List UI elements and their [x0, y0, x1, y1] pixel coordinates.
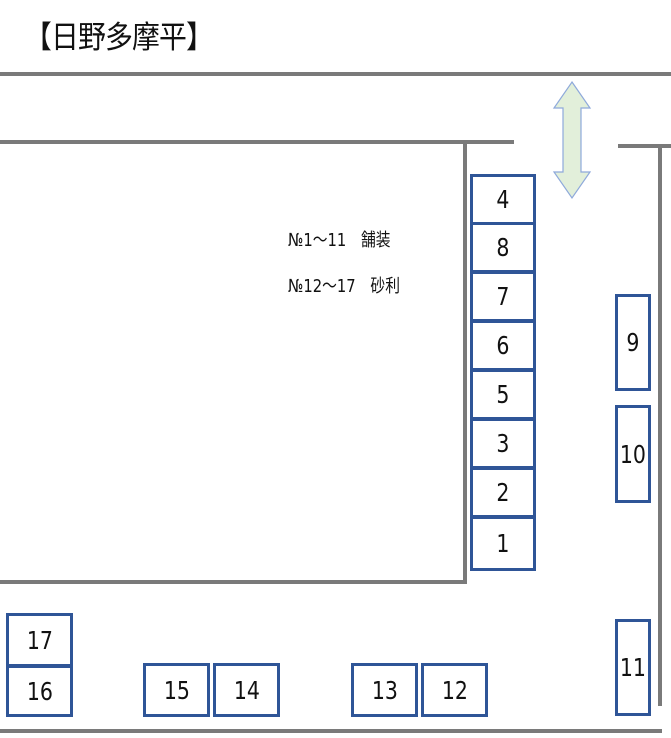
- gravel-note: №12～17 砂利: [288, 276, 400, 297]
- parking-space-3[interactable]: 3: [470, 418, 536, 469]
- lot-right-edge: [658, 144, 662, 706]
- parking-space-11[interactable]: 11: [615, 619, 651, 716]
- parking-space-17[interactable]: 17: [6, 613, 73, 667]
- parking-space-7[interactable]: 7: [470, 271, 536, 322]
- road-top-edge: [0, 72, 671, 76]
- parking-space-2[interactable]: 2: [470, 467, 536, 518]
- parking-space-13[interactable]: 13: [351, 663, 418, 717]
- lot-right-top-edge: [618, 144, 671, 148]
- parking-space-1[interactable]: 1: [470, 516, 536, 571]
- parking-space-10[interactable]: 10: [615, 405, 651, 503]
- lot-bottom-edge: [0, 729, 662, 733]
- parking-space-4[interactable]: 4: [470, 174, 536, 225]
- parking-space-6[interactable]: 6: [470, 320, 536, 371]
- page-title: 【日野多摩平】: [24, 20, 214, 56]
- parking-space-8[interactable]: 8: [470, 222, 536, 273]
- parking-space-16[interactable]: 16: [6, 665, 73, 717]
- parking-space-5[interactable]: 5: [470, 369, 536, 420]
- parking-space-15[interactable]: 15: [143, 663, 210, 717]
- entrance-arrow-icon: [552, 80, 592, 200]
- parking-space-14[interactable]: 14: [213, 663, 280, 717]
- parking-space-9[interactable]: 9: [615, 294, 651, 391]
- building-right-edge: [463, 140, 467, 583]
- paved-note: №1～11 舗装: [288, 230, 391, 251]
- building-bottom-edge: [0, 580, 467, 584]
- parking-space-12[interactable]: 12: [421, 663, 488, 717]
- building-top-edge: [0, 140, 514, 144]
